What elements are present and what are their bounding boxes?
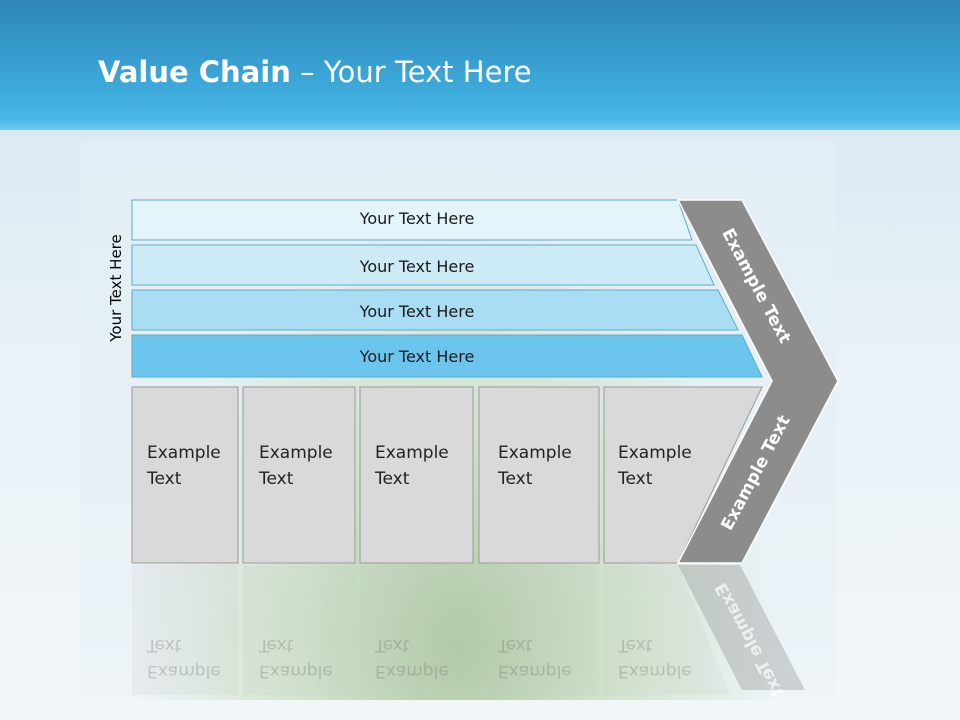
box-3-line1: Example xyxy=(375,443,449,463)
box-1-line2: Text xyxy=(147,469,182,489)
box-reflection xyxy=(132,565,238,695)
box-5-line1: Example xyxy=(618,443,692,463)
box-4 xyxy=(478,386,600,564)
title-bold: Value Chain xyxy=(98,55,291,89)
box-1-reflection-text: Example Text xyxy=(147,632,221,684)
bar-2 xyxy=(131,244,715,286)
box-2-reflection-text: Example Text xyxy=(259,632,333,684)
box-reflection xyxy=(360,565,473,695)
box-2-line2: Text xyxy=(259,469,294,489)
box-reflection xyxy=(604,565,730,695)
box-4-reflection-line1: Example xyxy=(498,661,572,681)
box-3-reflection-line2: Text xyxy=(375,635,410,655)
page-title: Value Chain – Your Text Here xyxy=(98,55,532,89)
box-3-reflection-line1: Example xyxy=(375,661,449,681)
box-2 xyxy=(242,386,356,564)
box-5-line2: Text xyxy=(618,469,653,489)
reflection-group xyxy=(132,565,730,695)
chevron-arrow xyxy=(676,199,839,564)
bar-4-label: Your Text Here xyxy=(359,347,475,366)
bar-1-label: Your Text Here xyxy=(359,209,475,228)
box-2-reflection-line2: Text xyxy=(259,635,294,655)
header-band xyxy=(0,0,960,150)
box-5-reflection-text: Example Text xyxy=(618,632,692,684)
bar-2-label: Your Text Here xyxy=(359,257,475,276)
box-reflection xyxy=(479,565,599,695)
bar-1 xyxy=(131,199,693,241)
box-reflection xyxy=(243,565,355,695)
box-4-reflection-text: Example Text xyxy=(498,632,572,684)
box-1 xyxy=(131,386,239,564)
bar-3 xyxy=(131,289,739,331)
box-1-reflection-line2: Text xyxy=(147,635,182,655)
chevron-reflection xyxy=(678,565,805,690)
bar-4 xyxy=(131,334,763,378)
box-3-line2: Text xyxy=(375,469,410,489)
box-2-line1: Example xyxy=(259,443,333,463)
box-4-reflection-line2: Text xyxy=(498,635,533,655)
box-5-reflection-line2: Text xyxy=(618,635,653,655)
bar-3-label: Your Text Here xyxy=(359,302,475,321)
box-2-reflection-line1: Example xyxy=(259,661,333,681)
box-3 xyxy=(359,386,474,564)
box-4-line1: Example xyxy=(498,443,572,463)
box-3-reflection-text: Example Text xyxy=(375,632,449,684)
title-rest: – Your Text Here xyxy=(290,55,532,89)
box-1-line1: Example xyxy=(147,443,221,463)
box-5-reflection-line1: Example xyxy=(618,661,692,681)
box-4-line2: Text xyxy=(498,469,533,489)
box-1-reflection-line1: Example xyxy=(147,661,221,681)
